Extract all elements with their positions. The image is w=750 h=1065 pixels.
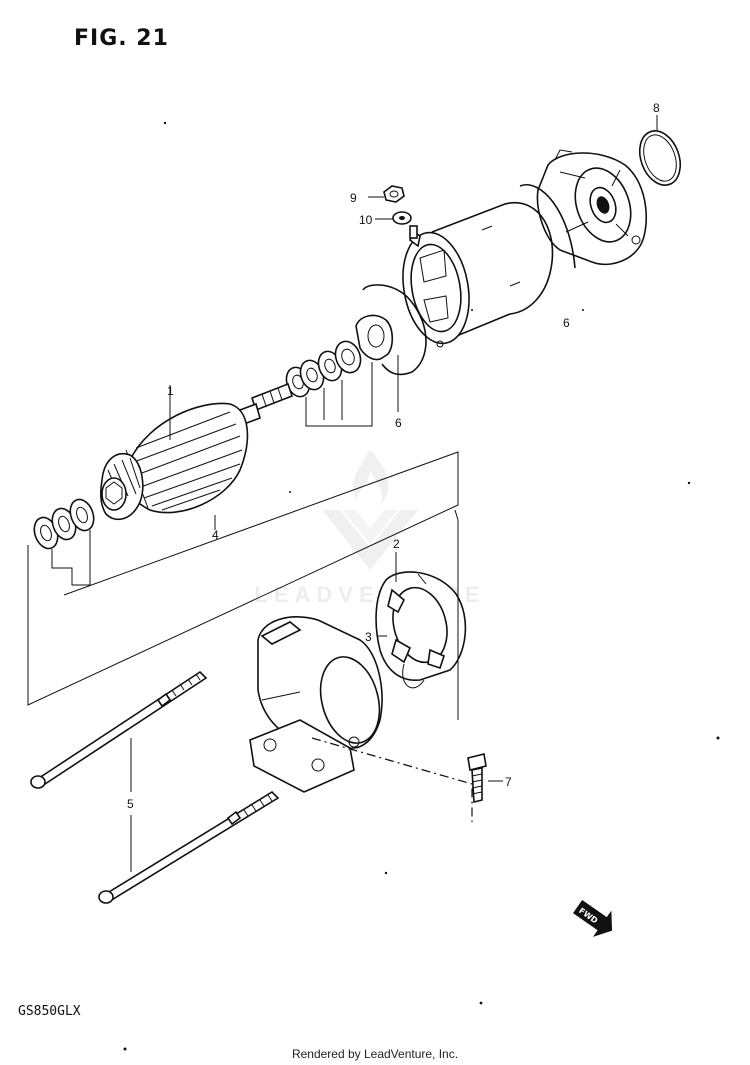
part-brush-holder-2 xyxy=(375,509,467,720)
leadventure-logo-icon xyxy=(322,450,418,570)
part-through-bolt-upper xyxy=(30,670,208,789)
centerline-dashed xyxy=(311,737,473,822)
part-starter-yoke xyxy=(402,201,554,348)
callout-10: 10 xyxy=(359,213,373,227)
part-washer-stack-right xyxy=(285,340,373,427)
part-washer-stack-left xyxy=(33,498,95,586)
part-end-cover xyxy=(519,149,648,269)
watermark: LEADVENTURE xyxy=(230,440,510,620)
part-washer-10 xyxy=(375,211,412,225)
callout-4-bracket xyxy=(27,451,459,706)
callout-2: 2 xyxy=(393,537,400,551)
part-front-housing xyxy=(249,616,383,793)
part-armature-1 xyxy=(100,382,293,521)
callout-3: 3 xyxy=(365,630,372,644)
part-through-bolt-lower xyxy=(98,790,280,904)
part-o-ring-8 xyxy=(638,115,682,186)
callout-7: 7 xyxy=(505,775,512,789)
part-o-ring-6-front xyxy=(355,284,427,412)
callout-1: 1 xyxy=(167,384,174,398)
scan-specks xyxy=(123,121,720,1051)
fwd-arrow-icon: FWD xyxy=(573,899,613,937)
callout-4: 4 xyxy=(212,528,219,542)
callout-6-rear: 6 xyxy=(563,316,570,330)
figure-title: FIG. 21 xyxy=(74,26,169,51)
callout-8: 8 xyxy=(653,101,660,115)
part-screw-7 xyxy=(467,753,503,804)
footer-credit: Rendered by LeadVenture, Inc. xyxy=(291,1047,459,1061)
callout-5: 5 xyxy=(127,797,134,811)
part-nut-9 xyxy=(368,185,405,203)
model-code: GS850GLX xyxy=(18,1004,81,1019)
callout-6-front: 6 xyxy=(395,416,402,430)
callout-9: 9 xyxy=(350,191,357,205)
